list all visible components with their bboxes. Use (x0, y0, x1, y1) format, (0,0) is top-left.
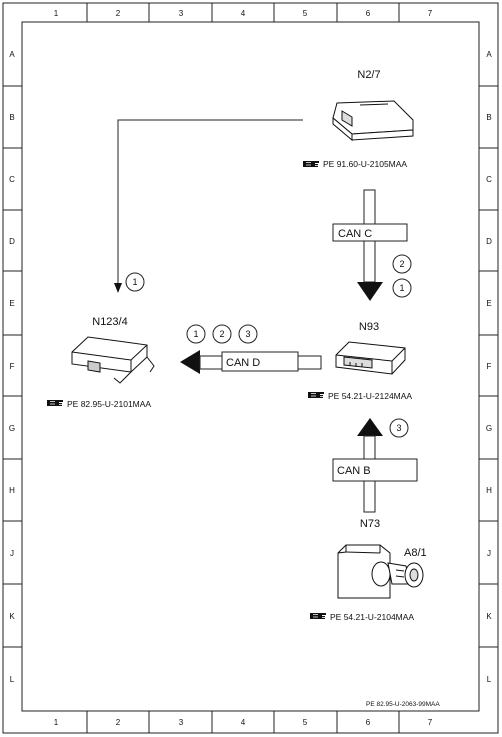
can-c-label: CAN C (338, 228, 372, 240)
n2-7-reference: PE 91.60-U-2105MAA (323, 159, 407, 169)
row-label-right: C (486, 175, 492, 184)
can-c-marker-lower-text: 1 (399, 283, 404, 293)
n123-4-reference-hand-icon (46, 399, 64, 407)
n73-module: N73 A8/1 PE 54.21-U-2104MAA (309, 518, 427, 622)
can-c-marker-upper (392, 254, 412, 274)
n73-reference-hand-icon (309, 612, 327, 620)
row-label-right: J (487, 549, 491, 558)
row-label-left: L (10, 675, 15, 684)
n2-7-module: N2/7 PE 91.60-U-2105MAA (302, 69, 414, 169)
can-b-arrow (357, 418, 383, 436)
can-d-label: CAN D (226, 357, 260, 369)
row-label-right: B (486, 113, 491, 122)
can-d-marker-1-text: 1 (193, 329, 198, 339)
can-d-arrow (180, 350, 200, 374)
col-label-top: 1 (54, 9, 59, 18)
row-label-left: A (9, 50, 15, 59)
n73-ignition-switch-icon (337, 544, 424, 599)
n123-line-marker-text: 1 (132, 277, 137, 287)
n2-7-control-unit-icon (332, 100, 414, 142)
row-label-left: J (10, 549, 14, 558)
row-label-right: H (486, 486, 492, 495)
col-label-bottom: 3 (179, 718, 184, 727)
col-label-top: 7 (428, 9, 433, 18)
n93-reference: PE 54.21-U-2124MAA (328, 391, 412, 401)
n93-module: N93 PE 54.21-U-2124MAA (307, 321, 412, 401)
col-label-bottom: 7 (428, 718, 433, 727)
can-b-bus: CAN B 3 (332, 418, 418, 513)
col-label-top: 6 (366, 9, 371, 18)
row-label-right: A (486, 50, 492, 59)
can-d-marker-1 (186, 324, 206, 344)
n123-4-control-unit-icon (71, 336, 155, 384)
col-label-bottom: 4 (241, 718, 246, 727)
col-label-top: 2 (116, 9, 121, 18)
row-label-left: C (9, 175, 15, 184)
col-label-bottom: 2 (116, 718, 121, 727)
can-b-marker (389, 418, 409, 438)
can-d-marker-2 (212, 324, 232, 344)
row-label-right: K (486, 612, 492, 621)
n123-line-marker: 1 (125, 272, 145, 292)
row-label-left: G (9, 424, 15, 433)
n2-7-label: N2/7 (357, 69, 380, 81)
row-label-right: F (487, 362, 492, 371)
can-c-marker-upper-text: 2 (399, 259, 404, 269)
row-label-right: G (486, 424, 492, 433)
row-label-right: L (487, 675, 492, 684)
n123-4-reference: PE 82.95-U-2101MAA (67, 399, 151, 409)
row-label-left: E (9, 299, 14, 308)
can-d-marker-2-text: 2 (219, 329, 224, 339)
col-label-bottom: 5 (303, 718, 308, 727)
n93-reference-hand-icon (307, 391, 325, 399)
can-d-bus: CAN D 1 2 3 (180, 324, 322, 374)
col-label-top: 3 (179, 9, 184, 18)
n2-7-reference-hand-icon (302, 160, 320, 168)
row-label-left: B (9, 113, 14, 122)
n73-label: N73 (360, 518, 380, 530)
n93-label: N93 (359, 321, 379, 333)
row-label-right: E (486, 299, 491, 308)
row-label-right: D (486, 237, 492, 246)
can-c-bus: CAN C 2 1 (332, 189, 412, 301)
col-label-top: 4 (241, 9, 246, 18)
can-d-marker-3 (238, 324, 258, 344)
can-c-marker-lower (392, 278, 412, 298)
document-id: PE 82.95-U-2063-99MAA (366, 701, 440, 708)
n123-4-module: N123/4 PE 82.95-U-2101MAA (46, 316, 155, 409)
can-b-marker-text: 3 (396, 423, 401, 433)
row-label-left: D (9, 237, 15, 246)
row-label-left: K (9, 612, 15, 621)
can-b-label: CAN B (337, 465, 371, 477)
row-label-left: F (10, 362, 15, 371)
col-label-bottom: 1 (54, 718, 59, 727)
row-label-left: H (9, 486, 15, 495)
connection-line-n2-7-to-n123-4 (114, 119, 303, 293)
can-d-marker-3-text: 3 (245, 329, 250, 339)
col-label-top: 5 (303, 9, 308, 18)
can-c-arrow (357, 282, 383, 301)
n123-4-label: N123/4 (92, 316, 127, 328)
n73-reference: PE 54.21-U-2104MAA (330, 612, 414, 622)
n93-control-unit-icon (335, 341, 406, 375)
col-label-bottom: 6 (366, 718, 371, 727)
a8-1-label: A8/1 (404, 547, 427, 559)
